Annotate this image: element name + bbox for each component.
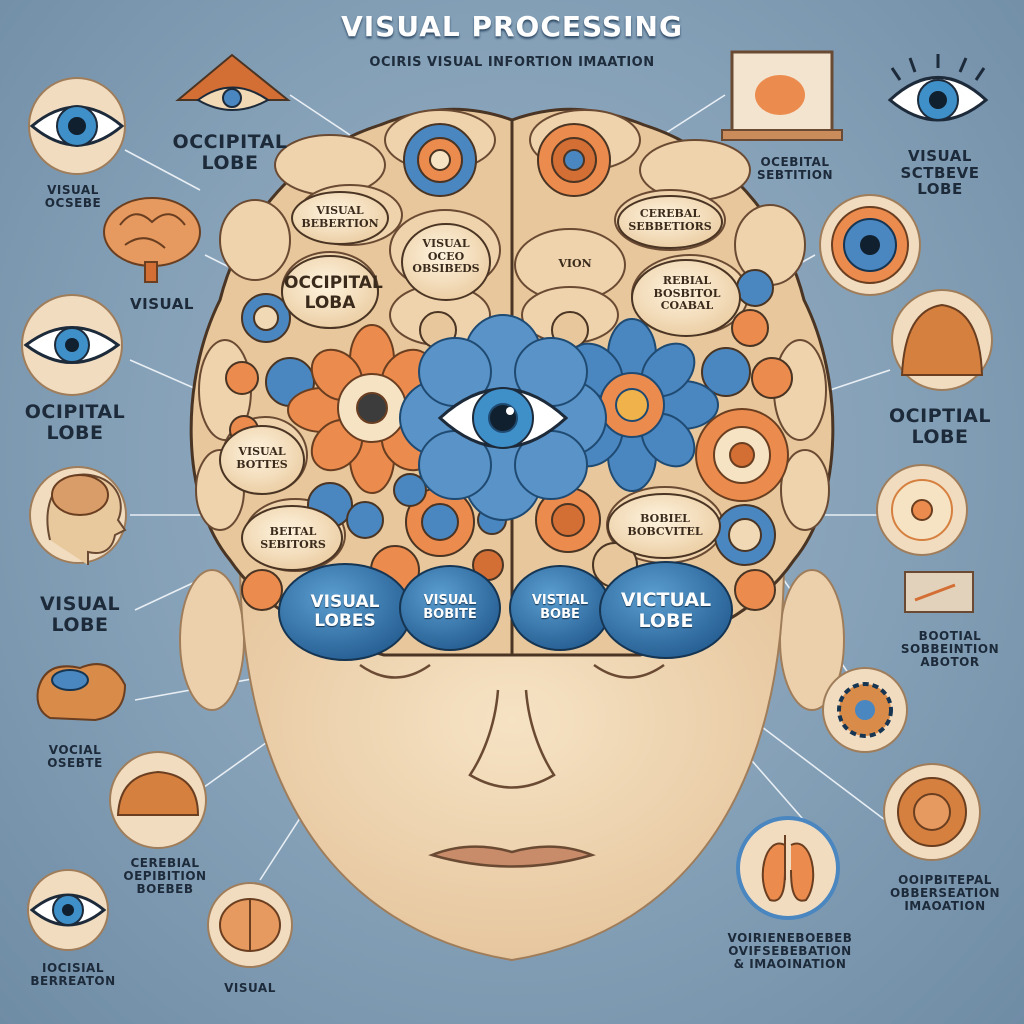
brain-label-visual-oceo: VISUAL OCEO OBSIBEDS xyxy=(412,237,480,276)
head-profile-icon xyxy=(29,466,127,565)
eye-icon xyxy=(27,869,109,951)
eye-pyramid-icon xyxy=(175,53,291,111)
lobe-icon xyxy=(883,763,981,861)
eye-icon xyxy=(21,294,123,396)
brain-label-bubbles xyxy=(219,191,741,571)
lobe-icon xyxy=(109,751,207,849)
left-label-cerebial: CEREBIAL OEPIBITION BOEBEB xyxy=(123,856,207,897)
left-ear xyxy=(179,569,245,711)
page-title: VISUAL PROCESSING xyxy=(341,10,683,43)
right-label-ooipbitepal: OOIPBITEPAL OBBERSEATION IMAOATION xyxy=(889,873,1001,914)
page-subtitle: OCIRIS VISUAL INFORTION IMAATION xyxy=(369,55,655,70)
right-label-visual-lobe: VISUAL SCTBEVE LOBE xyxy=(900,147,980,198)
lobe-label-visual-lobes: VISUAL LOBES xyxy=(310,592,380,631)
right-label-ocebital: OCEBITAL SEBTITION xyxy=(756,155,834,183)
eye-disc-icon xyxy=(876,464,968,556)
target-icon xyxy=(819,194,921,296)
brain-icon xyxy=(103,197,201,283)
right-label-ociptial-lobe: OCIPTIAL LOBE xyxy=(889,405,991,448)
lobe-icon xyxy=(891,289,993,391)
face-details xyxy=(359,663,665,868)
gear-icon xyxy=(695,408,789,502)
left-label-visual-lobe: VISUAL LOBE xyxy=(39,593,121,636)
brain-label-bobiel: BOBIEL BOBCVITEL xyxy=(627,512,703,538)
brain-label-cerebal: CEREBAL SEBBETIORS xyxy=(628,207,712,233)
lobe-label-visual-bobite: VISUAL BOBITE xyxy=(423,593,477,623)
lobe-label-vistial: VISTIAL BOBE xyxy=(531,593,589,623)
brain-label-visual-bebertion: VISUAL BEBERTION xyxy=(301,204,379,230)
brain-label-vion: VION xyxy=(558,257,592,270)
left-label-visual-bottom: VISUAL xyxy=(224,981,276,995)
brain-label-visual-bottes: VISUAL BOTTES xyxy=(236,445,288,471)
eye-icon xyxy=(887,54,989,122)
device-icon xyxy=(904,571,974,613)
right-label-bootial: BOOTIAL SOBBEINTION ABOTOR xyxy=(900,629,1000,670)
lobe-model-icon xyxy=(36,663,127,722)
brain-label-occipital-loba: OCCIPITAL LOBA xyxy=(284,273,383,313)
left-label-visual: VISUAL xyxy=(130,295,194,313)
monitor-icon xyxy=(721,50,843,141)
left-label-ocipital-lobe: OCIPITAL LOBE xyxy=(24,401,126,444)
gear-icon xyxy=(822,667,908,753)
visual-lobes xyxy=(278,561,733,661)
left-label-iocisial: IOCISIAL BERREATON xyxy=(30,961,116,989)
left-label-visual-ocsebe: VISUAL OCSEBE xyxy=(44,183,102,211)
right-label-imagination: VOIRIENEBOEBEB OVIFSEBEBATION & IMAOINAT… xyxy=(727,931,853,972)
brain-label-rebial: REBIAL BOSBITOL COABAL xyxy=(653,274,721,313)
lobe-label-victual-lobe: VICTUAL LOBE xyxy=(620,589,712,632)
brain-label-beital: BEITAL SEBITORS xyxy=(260,525,326,551)
central-eye-icon xyxy=(399,314,607,521)
lungs-icon xyxy=(736,816,840,920)
brain-icon xyxy=(207,882,293,968)
left-label-occipital-lobe: OCCIPITAL LOBE xyxy=(172,131,288,174)
left-label-vocial: VOCIAL OSEBTE xyxy=(47,743,103,771)
face xyxy=(238,559,786,962)
eye-icon xyxy=(28,77,126,175)
